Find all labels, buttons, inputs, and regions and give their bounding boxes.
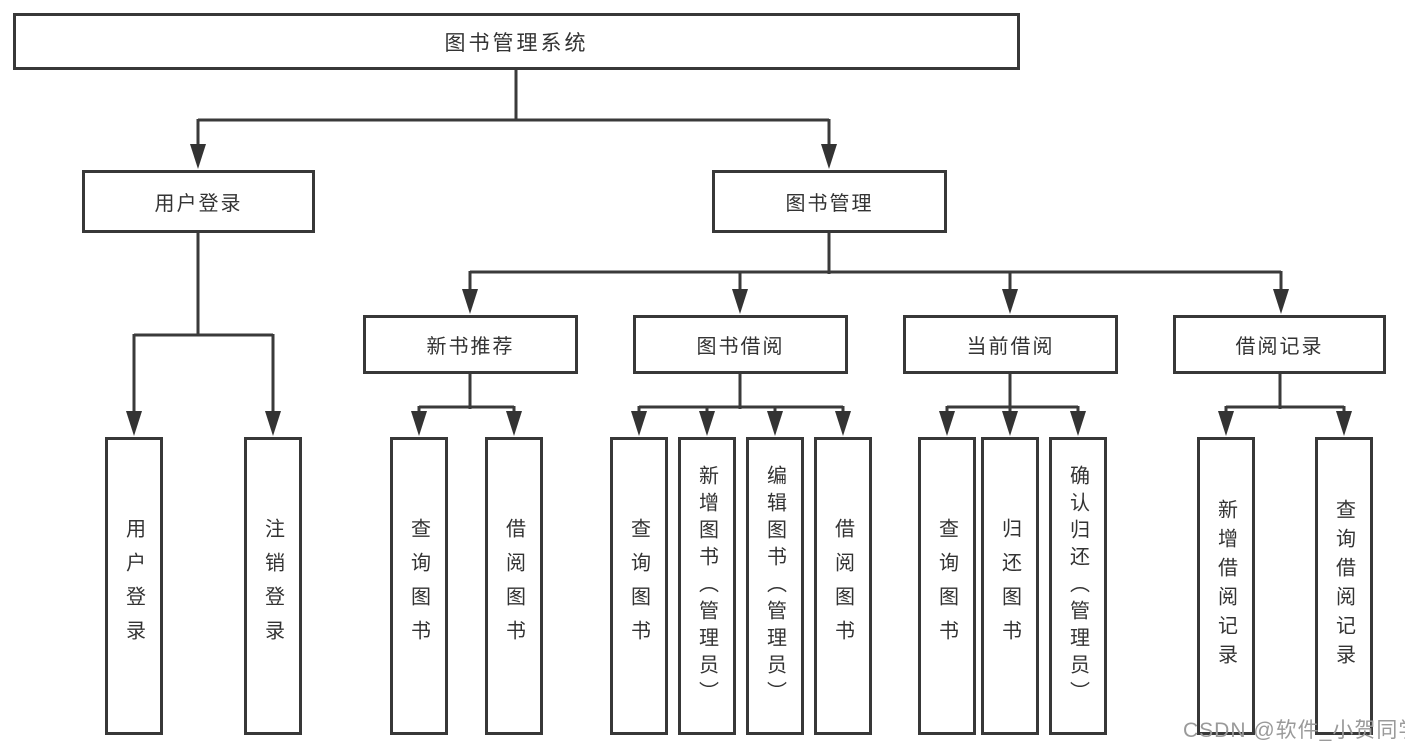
arrowhead-icon bbox=[699, 411, 715, 436]
arrowhead-icon bbox=[1070, 411, 1086, 436]
arrowhead-icon bbox=[126, 411, 142, 436]
leaf-label: 注销登录 bbox=[261, 518, 284, 654]
leaf-label: 查询图书 bbox=[935, 518, 958, 654]
arrowhead-icon bbox=[732, 289, 748, 314]
leaf-label: 借阅图书 bbox=[831, 518, 854, 654]
arrowhead-icon bbox=[631, 411, 647, 436]
arrowhead-icon bbox=[190, 144, 206, 169]
leaf-borrow-books: 借阅图书 bbox=[814, 437, 872, 735]
arrowhead-icon bbox=[506, 411, 522, 436]
arrowhead-icon bbox=[462, 289, 478, 314]
tree-connector-paths bbox=[132, 70, 1346, 414]
leaf-edit-books-admin: 编辑图书（管理员） bbox=[746, 437, 804, 735]
leaf-borrow-books-recommend: 借阅图书 bbox=[485, 437, 543, 735]
arrowhead-icon bbox=[1002, 289, 1018, 314]
leaf-add-books-admin: 新增图书（管理员） bbox=[678, 437, 736, 735]
node-book-management: 图书管理 bbox=[712, 170, 947, 233]
leaf-label: 查询图书 bbox=[407, 518, 430, 654]
csdn-watermark: CSDN @软件_小贺同学 bbox=[1183, 719, 1405, 742]
arrowhead-icon bbox=[1002, 411, 1018, 436]
leaf-logout: 注销登录 bbox=[244, 437, 302, 735]
leaf-add-borrow-record: 新增借阅记录 bbox=[1197, 437, 1255, 735]
leaf-label: 编辑图书（管理员） bbox=[763, 464, 786, 708]
node-current-borrowing: 当前借阅 bbox=[903, 315, 1118, 374]
arrowhead-icon bbox=[265, 411, 281, 436]
leaf-label: 查询借阅记录 bbox=[1332, 499, 1355, 673]
leaf-label: 新增图书（管理员） bbox=[695, 464, 718, 708]
arrowhead-icon bbox=[939, 411, 955, 436]
leaf-query-books-borrowing: 查询图书 bbox=[610, 437, 668, 735]
leaf-query-books-current: 查询图书 bbox=[918, 437, 976, 735]
leaf-user-login: 用户登录 bbox=[105, 437, 163, 735]
leaf-label: 查询图书 bbox=[627, 518, 650, 654]
leaf-query-borrow-record: 查询借阅记录 bbox=[1315, 437, 1373, 735]
arrowhead-icon bbox=[1273, 289, 1289, 314]
arrowhead-icon bbox=[1336, 411, 1352, 436]
leaf-label: 用户登录 bbox=[122, 518, 145, 654]
leaf-label: 确认归还（管理员） bbox=[1066, 464, 1089, 708]
node-root-system: 图书管理系统 bbox=[13, 13, 1020, 70]
leaf-confirm-return-admin: 确认归还（管理员） bbox=[1049, 437, 1107, 735]
leaf-return-books: 归还图书 bbox=[981, 437, 1039, 735]
node-book-borrowing: 图书借阅 bbox=[633, 315, 848, 374]
node-user-login: 用户登录 bbox=[82, 170, 315, 233]
arrowhead-icon bbox=[767, 411, 783, 436]
leaf-label: 归还图书 bbox=[998, 518, 1021, 654]
arrowhead-icon bbox=[411, 411, 427, 436]
node-borrow-records: 借阅记录 bbox=[1173, 315, 1386, 374]
leaf-label: 借阅图书 bbox=[502, 518, 525, 654]
arrowhead-icon bbox=[1218, 411, 1234, 436]
leaf-label: 新增借阅记录 bbox=[1214, 499, 1237, 673]
node-new-book-recommend: 新书推荐 bbox=[363, 315, 578, 374]
leaf-query-books-recommend: 查询图书 bbox=[390, 437, 448, 735]
arrowhead-icon bbox=[835, 411, 851, 436]
arrowhead-icon bbox=[821, 144, 837, 169]
